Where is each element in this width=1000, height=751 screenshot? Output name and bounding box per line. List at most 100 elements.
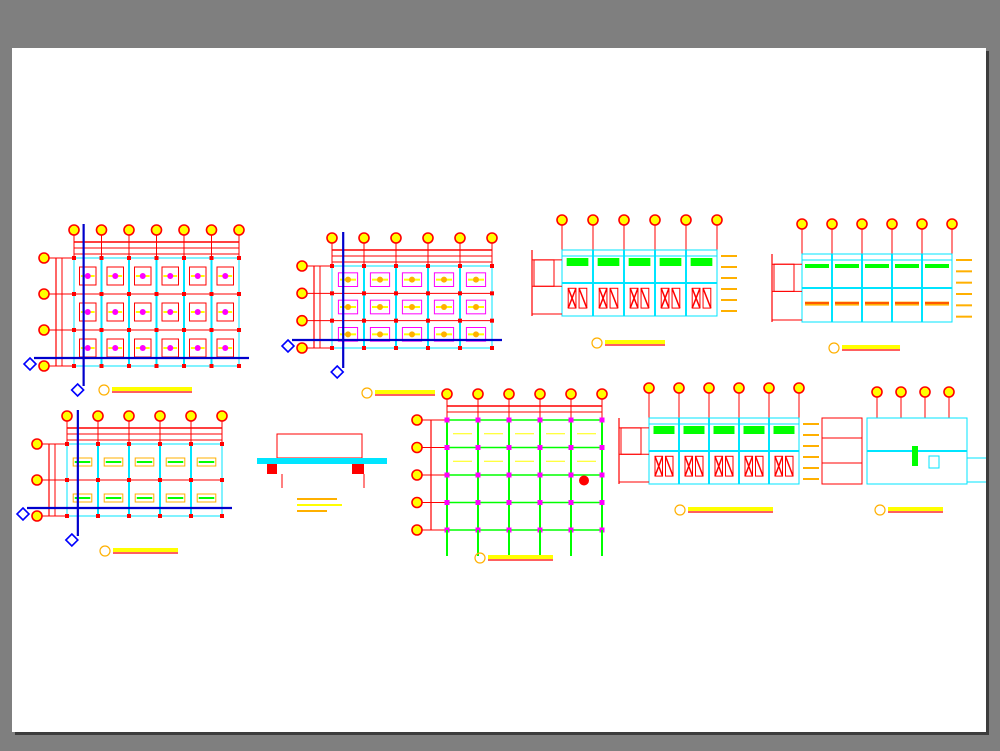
fixture-dot (222, 273, 229, 279)
grid-bubble (856, 218, 868, 230)
grid-bubble (587, 214, 599, 226)
fixture-dot (441, 276, 447, 283)
room-fixture (189, 266, 207, 286)
fixture-dot (194, 345, 201, 351)
title-underline (842, 345, 900, 349)
grid-bubble (38, 288, 50, 300)
cad-line (754, 456, 764, 477)
door-symbol (785, 455, 794, 477)
title-underline (605, 340, 665, 344)
fixture-dot (409, 331, 415, 338)
grid-bubble (31, 438, 43, 450)
cad-line (567, 288, 577, 309)
sill-band (925, 301, 949, 306)
title-underline (688, 507, 773, 511)
door-symbol (629, 287, 639, 309)
column (237, 256, 241, 260)
grid-bubble (703, 382, 715, 394)
fixture-dot (139, 309, 146, 315)
grid-bubble (763, 382, 775, 394)
room-fixture (165, 493, 186, 503)
cad-line (664, 456, 674, 477)
door-symbol (695, 455, 704, 477)
room-fixture (216, 302, 234, 322)
grid-bubble (411, 441, 423, 454)
fixture-dot (194, 309, 201, 315)
column (490, 291, 494, 296)
sill-band (835, 301, 859, 306)
detail-note (297, 498, 337, 500)
column (182, 292, 186, 296)
grid-bubble (411, 469, 423, 481)
column (154, 364, 159, 368)
column (72, 256, 76, 260)
column (72, 364, 76, 368)
fixture-dot (222, 309, 229, 315)
title-underline (112, 387, 192, 391)
room-fixture (106, 302, 124, 322)
column (444, 500, 450, 505)
fixture-dot (112, 345, 119, 351)
grid-bubble (38, 324, 50, 336)
drawing-section-d (821, 386, 986, 485)
grid-bubble (793, 382, 805, 394)
column (209, 256, 214, 260)
column (362, 346, 366, 350)
grid-bubble (596, 388, 608, 400)
column (182, 256, 186, 260)
fixture-dot (441, 331, 447, 338)
door-symbol (702, 287, 712, 309)
grid-bubble (326, 232, 338, 244)
column (189, 478, 193, 482)
axis-marker (280, 338, 296, 354)
column (127, 328, 131, 332)
column (458, 291, 462, 296)
column (127, 478, 131, 482)
grid-bubble (871, 386, 883, 398)
cad-line (714, 456, 724, 477)
room-fixture (79, 266, 97, 286)
title-underline (888, 507, 943, 511)
grid-bubble (733, 382, 745, 394)
grid-bubble (534, 388, 546, 400)
fixture-dot (222, 345, 229, 351)
column (237, 292, 241, 296)
room-fixture (337, 299, 359, 315)
room-fixture (465, 272, 487, 287)
sill-band (895, 301, 919, 306)
column (96, 442, 100, 446)
cad-line (684, 456, 694, 477)
door-symbol (654, 455, 663, 477)
level-box (533, 259, 555, 287)
room-fixture (189, 302, 207, 322)
column (330, 264, 334, 268)
grid-bubble (123, 224, 135, 236)
door-symbol (609, 287, 619, 309)
door-symbol (660, 287, 670, 309)
column (237, 328, 241, 332)
axis-marker (15, 506, 31, 522)
room-fixture (72, 493, 93, 503)
room-fixture (103, 457, 124, 467)
column (99, 256, 104, 260)
door-symbol (912, 446, 918, 466)
column (209, 364, 214, 368)
column (444, 445, 450, 450)
door-symbol (567, 287, 577, 309)
column (475, 472, 481, 478)
room-fixture (433, 299, 455, 315)
room-fixture (433, 272, 455, 287)
window-band (713, 426, 735, 434)
grid-bubble (92, 410, 104, 422)
column (506, 417, 512, 423)
grid-bubble (796, 218, 808, 230)
fixture-dot (409, 276, 415, 283)
window-symbol (928, 455, 940, 469)
door-symbol (671, 287, 681, 309)
grid-bubble (943, 386, 955, 398)
room-fixture (337, 272, 359, 287)
title-marker (361, 387, 373, 399)
door-symbol (640, 287, 650, 309)
column (127, 442, 131, 446)
